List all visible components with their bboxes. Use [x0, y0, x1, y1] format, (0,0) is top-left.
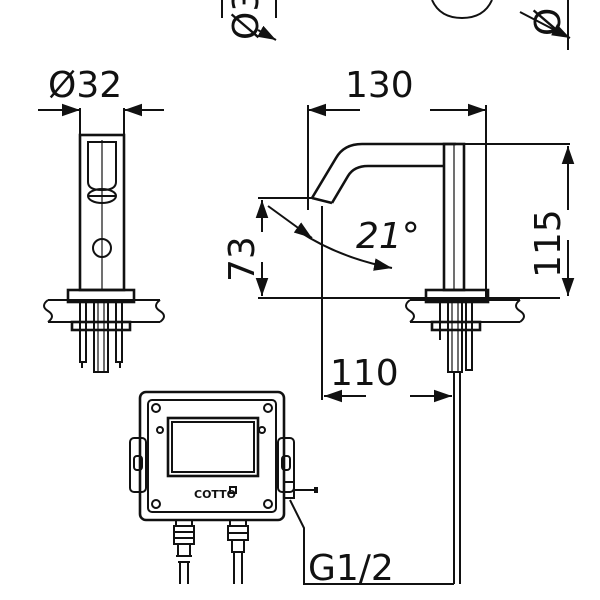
thread-callout: G1/2: [289, 499, 454, 589]
top-left-diameter-label: Ø3: [226, 0, 267, 40]
top-right-diameter-dim: Ø: [431, 0, 571, 50]
thread-label: G1/2: [308, 548, 394, 589]
body-diameter-label: Ø32: [48, 65, 122, 106]
spout-height-label: 115: [528, 209, 569, 278]
top-right-diameter-label: Ø: [528, 8, 569, 36]
top-left-diameter-dim: Ø3: [221, 0, 277, 41]
spout-angle-label: 21°: [356, 216, 420, 257]
outlet-height-label: 73: [222, 236, 263, 282]
side-view-faucet: Ø32: [38, 65, 165, 373]
front-view-faucet: 130 115 73 21°: [222, 65, 575, 584]
control-box: COTTO: [129, 390, 318, 584]
spout-projection-label: 110: [330, 353, 399, 394]
spout-width-label: 130: [345, 65, 414, 106]
brand-logo: COTTO: [194, 488, 236, 501]
